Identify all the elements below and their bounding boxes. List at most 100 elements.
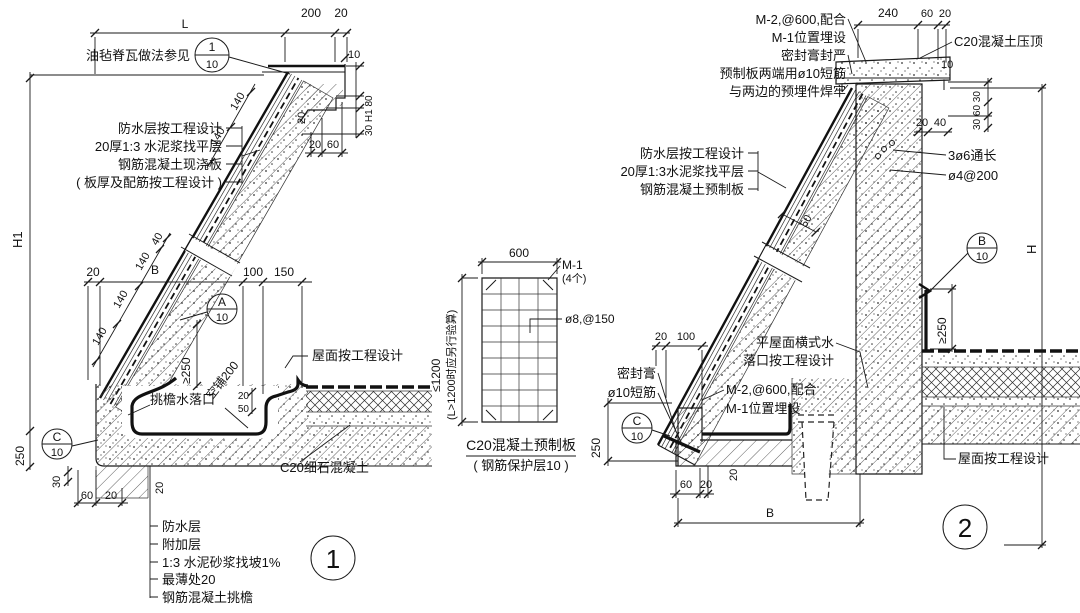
label-gutter-outlet: 挑檐水落口 (150, 392, 215, 407)
dim-140-l1: 140 (90, 326, 110, 348)
dim-240: 240 (878, 6, 898, 20)
detail2-top-notes: M-2,@600,配合 M-1位置埋设 密封膏封严 预制板两端用ø10短筋 与两… (720, 12, 866, 99)
label-outlet-1: 平屋面横式水 (756, 335, 834, 350)
note-b-waterproof: 防水层 (162, 519, 201, 534)
dim-mB: B (151, 263, 159, 277)
detail-1-section: 1 10 油毡脊瓦做法参见 L 200 20 10 140 140 140 14… (10, 6, 432, 605)
note2-m2-lower-1: M-2,@600,配合 (726, 382, 817, 397)
detail1-ref-note: 油毡脊瓦做法参见 (86, 48, 190, 63)
panel-caption-2: ( 钢筋保护层10 ) (473, 458, 568, 473)
note2-m2-600: M-2,@600,配合 (756, 12, 847, 27)
bubble-c-sheet: 10 (51, 447, 63, 459)
dim-s50: 50 (798, 213, 814, 230)
detail1-eave-cap (262, 64, 345, 122)
panel-rebar-label: ø8,@150 (565, 312, 615, 326)
panel-length-limit: ≤1200 (429, 358, 443, 392)
dim-140-l3: 140 (133, 251, 153, 273)
bubble-c2-letter: C (633, 414, 642, 428)
note-screed: 20厚1:3 水泥浆找平层 (95, 139, 222, 154)
label-bars-3d6: 3ø6通长 (948, 148, 996, 163)
panel-length-note: (L>1200时应另行验算) (444, 310, 458, 420)
label-cap-concrete: C20混凝土压顶 (954, 34, 1043, 49)
panel-caption-1: C20混凝土预制板 (466, 437, 576, 453)
bubble-a-letter: A (218, 295, 226, 309)
label-outlet-2: 落口按工程设计 (743, 353, 834, 368)
dim-b60: 60 (81, 490, 93, 502)
dim-t40: 40 (934, 117, 946, 129)
dim-H: H (1024, 245, 1039, 254)
note2-weld: 与两边的预埋件焊牢 (729, 84, 846, 99)
label-bars-d4: ø4@200 (948, 168, 998, 183)
detail1-ref-bubble: 1 10 (195, 38, 290, 74)
detail2-number-bubble: 2 (943, 505, 987, 549)
dim-10-top: 10 (348, 49, 360, 61)
dim-20-top2: 20 (939, 8, 951, 20)
detail1-upper-notes: 防水层按工程设计 20厚1:3 水泥浆找平层 钢筋混凝土现浇板 ( 板厚及配筋按… (76, 121, 260, 190)
note-castslab: 钢筋混凝土现浇板 (118, 157, 222, 172)
note-slab-design: ( 板厚及配筋按工程设计 ) (76, 175, 222, 190)
detail2-parapet-wall (836, 57, 950, 474)
dim-cap-chain: 30 60 30 (972, 91, 983, 130)
detail-2-section: 240 60 20 10 30 60 30 20 40 50 20 100 ≥2… (589, 6, 1080, 549)
label-c20-concrete: C20细石混凝土 (280, 460, 369, 475)
detail1-sloped-roof-band (100, 72, 333, 424)
dim-L: L (182, 17, 189, 31)
dim-ge250: ≥250 (179, 357, 193, 384)
dim-m20: 20 (86, 265, 100, 279)
dim-b20: 20 (105, 490, 117, 502)
panel-m1-label: M-1 (562, 258, 583, 272)
dim-m150: 150 (274, 265, 294, 279)
dim-c50: 50 (238, 404, 250, 415)
dim-250-left2: 250 (589, 438, 603, 458)
dim-slab-20: 20 (296, 112, 308, 124)
dim-60-top: 60 (921, 8, 933, 20)
detail1-number-bubble: 1 (311, 536, 355, 580)
detail1-bubble-a: A 10 (180, 294, 237, 324)
detail1-flat-roof (306, 387, 432, 466)
dim-b20-2: 20 (700, 479, 712, 491)
note2-seal: 密封膏封严 (781, 48, 846, 63)
note2-m1-embed: M-1位置埋设 (772, 30, 846, 45)
dim-20-top: 20 (334, 6, 348, 20)
dim-b60-2: 60 (680, 479, 692, 491)
label-seal: 密封膏 (617, 366, 656, 381)
detail2-sloped-roof-band (658, 88, 889, 465)
note-waterproof: 防水层按工程设计 (118, 121, 222, 136)
detail1-number: 1 (326, 544, 340, 574)
dim-B-2: B (766, 506, 774, 520)
bubble-b-sheet: 10 (976, 251, 988, 263)
dim-eave-chain: 30 H1 80 (364, 95, 375, 136)
note2-shortbar: 预制板两端用ø10短筋 (720, 66, 846, 81)
dim-ge250-2: ≥250 (935, 317, 949, 344)
dim-t20: 20 (916, 117, 928, 129)
detail1-bubble-c: C 10 (42, 429, 98, 459)
label-roof-design-1: 屋面按工程设计 (312, 348, 403, 363)
dim-cap-10: 10 (941, 59, 953, 71)
dim-e20: 20 (309, 139, 321, 151)
note-b-mortar-slope: 1:3 水泥砂浆找坡1% (162, 555, 281, 570)
dim-H1: H1 (10, 231, 25, 248)
detail2-dimension-lines (604, 21, 1046, 549)
detail2-number: 2 (958, 513, 972, 543)
detail2-bubble-b: B 10 (930, 233, 997, 291)
note2-screed: 20厚1:3水泥浆找平层 (620, 164, 744, 179)
dim-250-left: 250 (13, 446, 27, 466)
dim-c20: 20 (238, 391, 250, 402)
detail1-lower-notes: 防水层 附加层 1:3 水泥砂浆找坡1% 最薄处20 钢筋混凝土挑檐 (150, 466, 281, 605)
bubble-a-sheet: 10 (216, 312, 228, 324)
precast-panel-plan: 600 M-1 (4个) ø8,@150 ≤1200 (L>1200时应另行验算… (429, 246, 615, 473)
note-b-rc-eave: 钢筋混凝土挑檐 (162, 590, 253, 605)
ref-bubble-letter: 1 (209, 40, 216, 54)
dim-30: 30 (51, 476, 63, 488)
dim-200: 200 (301, 6, 321, 20)
detail2-slope-notes: 防水层按工程设计 20厚1:3水泥浆找平层 钢筋混凝土预制板 (620, 146, 786, 197)
bubble-b-letter: B (978, 234, 986, 248)
dim-drop20-2: 20 (728, 469, 740, 481)
detail2-flat-roof (919, 284, 1080, 444)
ref-bubble-sheet: 10 (206, 59, 218, 71)
label-short-bar: ø10短筋 (608, 385, 656, 400)
detail1-gutter (96, 378, 308, 498)
bubble-c2-sheet: 10 (631, 431, 643, 443)
